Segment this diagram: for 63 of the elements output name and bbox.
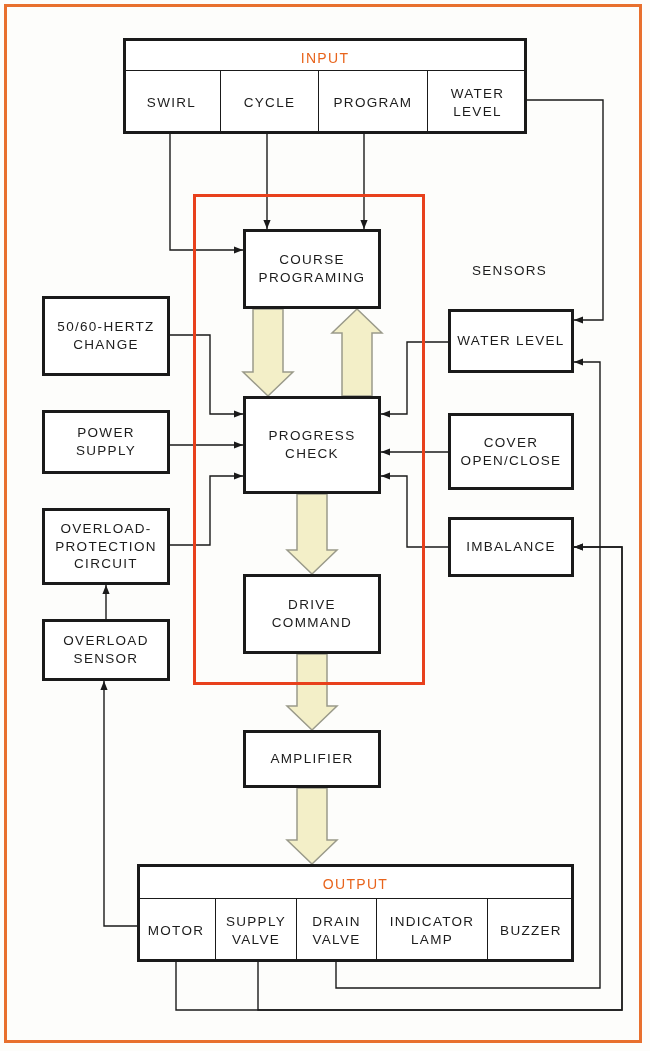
- process-box: [448, 413, 574, 490]
- table-cell: [296, 898, 376, 962]
- arrow: [263, 133, 271, 230]
- process-box: [42, 296, 170, 376]
- group-heading: OUTPUT: [322, 875, 389, 894]
- arrow: [526, 99, 604, 324]
- arrow: [360, 133, 368, 230]
- process-box: [243, 574, 381, 654]
- table-cell: [318, 70, 427, 134]
- box-label: OVERLOAD SENSOR: [62, 632, 150, 668]
- arrow: [100, 680, 138, 927]
- process-box: [42, 619, 170, 681]
- process-box: [448, 309, 574, 373]
- box-label: INDICATOR LAMP: [388, 912, 476, 949]
- box-label: DRIVE COMMAND: [270, 596, 354, 632]
- box-label: WATER LEVEL: [449, 84, 506, 121]
- arrow: [169, 334, 244, 418]
- table-cell: [215, 898, 296, 962]
- box-label: MOTOR: [147, 921, 205, 940]
- arrow: [335, 358, 601, 989]
- box-label: AMPLIFIER: [270, 750, 354, 768]
- box-label: PROGRESS CHECK: [267, 427, 357, 463]
- box-label: 50/60-HERTZ CHANGE: [56, 318, 156, 354]
- box-label: WATER LEVEL: [457, 332, 565, 350]
- process-box: [42, 410, 170, 474]
- table-cell: [220, 70, 318, 134]
- block-arrow: [241, 308, 295, 398]
- box-label: COURSE PROGRAMING: [257, 251, 367, 287]
- block-arrow: [285, 493, 339, 576]
- arrow: [257, 543, 623, 1011]
- table-cell: [427, 70, 527, 134]
- box-label: CYCLE: [243, 93, 296, 112]
- group-label: SENSORS: [472, 263, 548, 278]
- process-box: [243, 229, 381, 309]
- control-unit-outline: [193, 194, 425, 685]
- table-cell: [376, 898, 487, 962]
- block-arrow: [285, 653, 339, 732]
- arrow: [380, 341, 449, 418]
- group-box: [137, 864, 574, 962]
- arrow: [102, 584, 110, 620]
- table-cell: [487, 898, 574, 962]
- box-label: OVERLOAD-PROTECTION CIRCUIT: [54, 520, 158, 573]
- process-box: [243, 730, 381, 788]
- block-arrow: [285, 787, 339, 866]
- box-label: POWER SUPPLY: [74, 424, 138, 460]
- group-heading: INPUT: [300, 49, 350, 68]
- arrow: [169, 441, 244, 449]
- block-arrow: [330, 307, 384, 397]
- box-label: COVER OPEN/CLOSE: [459, 433, 563, 470]
- box-label: DRAIN VALVE: [311, 912, 362, 949]
- process-box: [243, 396, 381, 494]
- process-box: [42, 508, 170, 585]
- arrow: [380, 472, 449, 548]
- process-box: [448, 517, 574, 577]
- arrow: [169, 472, 244, 546]
- box-label: PROGRAM: [333, 93, 413, 112]
- arrow: [380, 448, 449, 456]
- box-label: IMBALANCE: [466, 538, 556, 556]
- group-box: [123, 38, 527, 134]
- box-label: SUPPLY VALVE: [224, 912, 288, 949]
- box-label: SWIRL: [146, 93, 197, 112]
- box-label: BUZZER: [500, 921, 562, 940]
- arrow: [169, 133, 244, 254]
